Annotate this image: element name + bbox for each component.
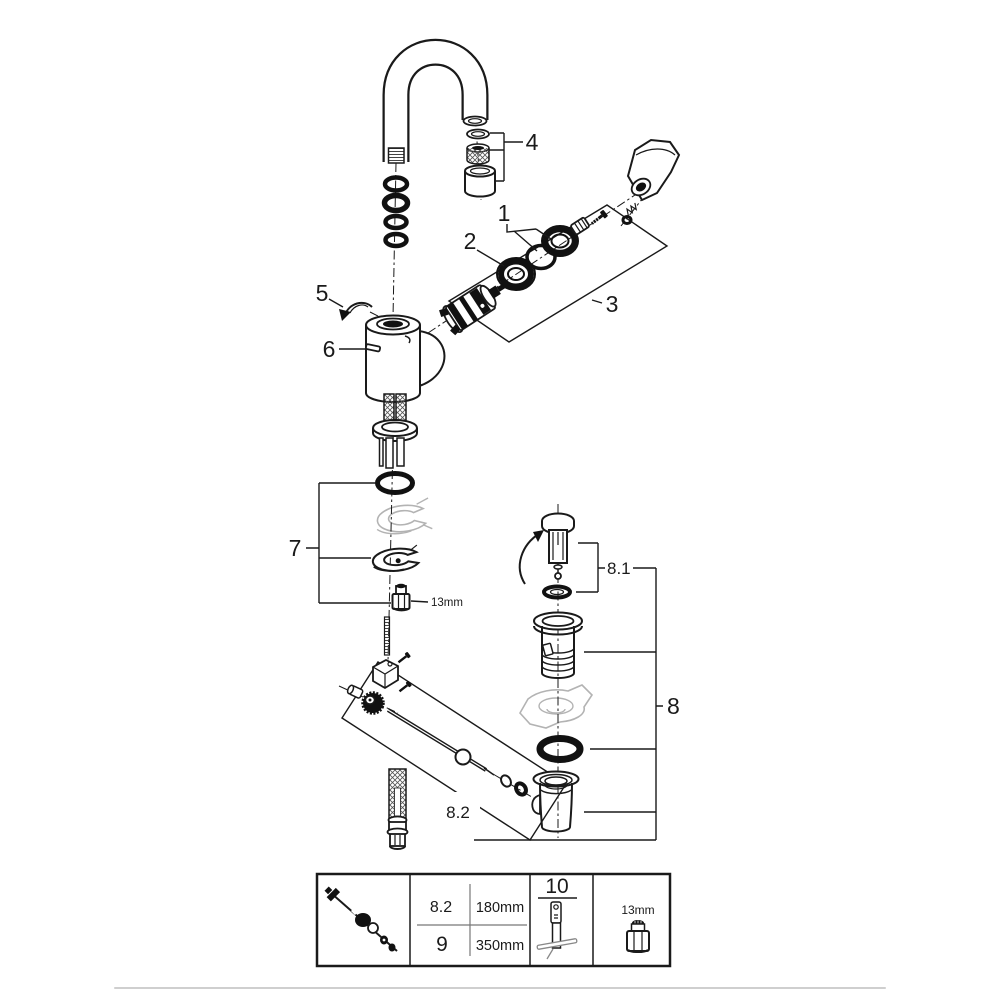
threaded-rod [383,616,391,656]
aerator-parts [464,128,496,198]
handle-spring [626,202,638,216]
mounting-nut [391,583,411,612]
drain-lower-body [531,770,580,833]
callout-4-bracket [489,132,523,182]
fitting-screw-top [397,652,411,664]
callout-8-2-mask [436,792,480,820]
table-length-b: 350mm [476,938,524,954]
fitting-screw-bottom [398,681,412,693]
spout-o-rings [381,175,411,249]
supply-hose [386,768,409,850]
callout-8-1-label: 8.1 [607,559,631,578]
rotation-arrow [339,301,373,321]
handle-knob [626,138,681,202]
ghost-mounting-washer [376,497,433,535]
ghost-drain-clamp [519,684,594,729]
mounting-horseshoe [371,544,421,572]
drain-upper-body [533,611,583,679]
callout-8-1-bracket [576,542,656,593]
plug-rotation-arrow [518,530,544,585]
body-pin [365,343,382,353]
table-tool-drawing [536,901,578,960]
faucet-body [365,314,446,403]
callout-8-bracket [474,568,663,841]
drain-o-ring [536,735,584,763]
pop-up-plug [541,512,575,580]
callout-4-label: 4 [526,129,539,155]
table-socket-drawing [626,920,650,954]
table-rod-thumbnail [324,886,398,952]
shank-hoses [372,393,418,469]
callout-5-label: 5 [316,280,329,306]
friction-ring [496,257,536,291]
rod-plug [346,684,364,699]
callout-8-2-label: 8.2 [446,803,470,822]
handle-screw [590,210,608,225]
handle-adapter [570,216,590,236]
table-length-a: 180mm [476,900,524,916]
plug-seal-ring [542,584,572,600]
cartridge [439,283,506,336]
knurled-knob [361,691,385,715]
callout-8-label: 8 [667,693,680,719]
wrench-size-leader [410,600,429,603]
table-socket-label: 13mm [621,903,654,917]
spout [382,38,489,164]
table-tool-label: 10 [545,875,568,898]
callout-1-label: 1 [498,200,511,226]
base-o-ring [375,471,415,495]
callout-7-bracket [306,482,391,604]
callout-2-label: 2 [464,228,477,254]
pop-up-rod [386,708,495,776]
wrench-size-label: 13mm [431,597,463,609]
parts-table: 8.2 180mm 9 350mm 10 13mm [315,872,672,968]
table-ref-b: 9 [436,933,448,956]
callout-leaders [328,224,603,350]
callout-3-label: 3 [606,291,619,317]
rod-o-ring-white [500,774,512,788]
rod-fitting-block [372,658,399,690]
callout-7-label: 7 [289,535,302,561]
callout-6-label: 6 [323,336,336,362]
handle-washer [621,215,633,225]
cap-ring [541,225,579,257]
table-ref-a: 8.2 [430,899,452,916]
rod-o-ring-black [514,781,528,797]
cartridge-o-ring [525,243,557,271]
